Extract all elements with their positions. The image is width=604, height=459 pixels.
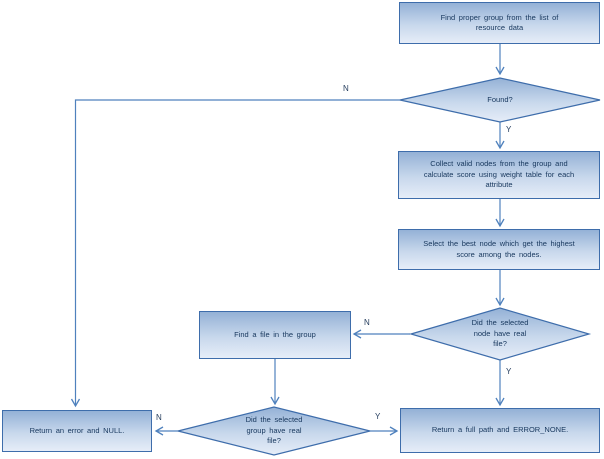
node-find-file-in-group: Find a file in the group — [199, 311, 351, 359]
node-return-error-null: Return an error and NULL. — [2, 410, 152, 452]
connector-found-no-to-return-error — [70, 99, 400, 408]
branch-label-found-no: N — [343, 84, 349, 93]
branch-label-node-file-yes: Y — [506, 367, 512, 376]
decision-node-file-shape — [408, 307, 592, 361]
node-select-best-node: Select the best node which get the highe… — [398, 229, 600, 270]
decision-found-shape — [399, 77, 601, 123]
branch-label-node-file-no: N — [364, 318, 370, 327]
branch-label-group-file-yes: Y — [375, 412, 381, 421]
decision-group-file-shape — [177, 406, 371, 456]
node-find-proper-group: Find proper group from the list of resou… — [399, 2, 600, 44]
node-collect-valid-nodes: Collect valid nodes from the group and c… — [398, 151, 600, 199]
branch-label-found-yes: Y — [506, 125, 512, 134]
branch-label-group-file-no: N — [156, 413, 162, 422]
node-return-full-path: Return a full path and ERROR_NONE. — [400, 408, 600, 453]
